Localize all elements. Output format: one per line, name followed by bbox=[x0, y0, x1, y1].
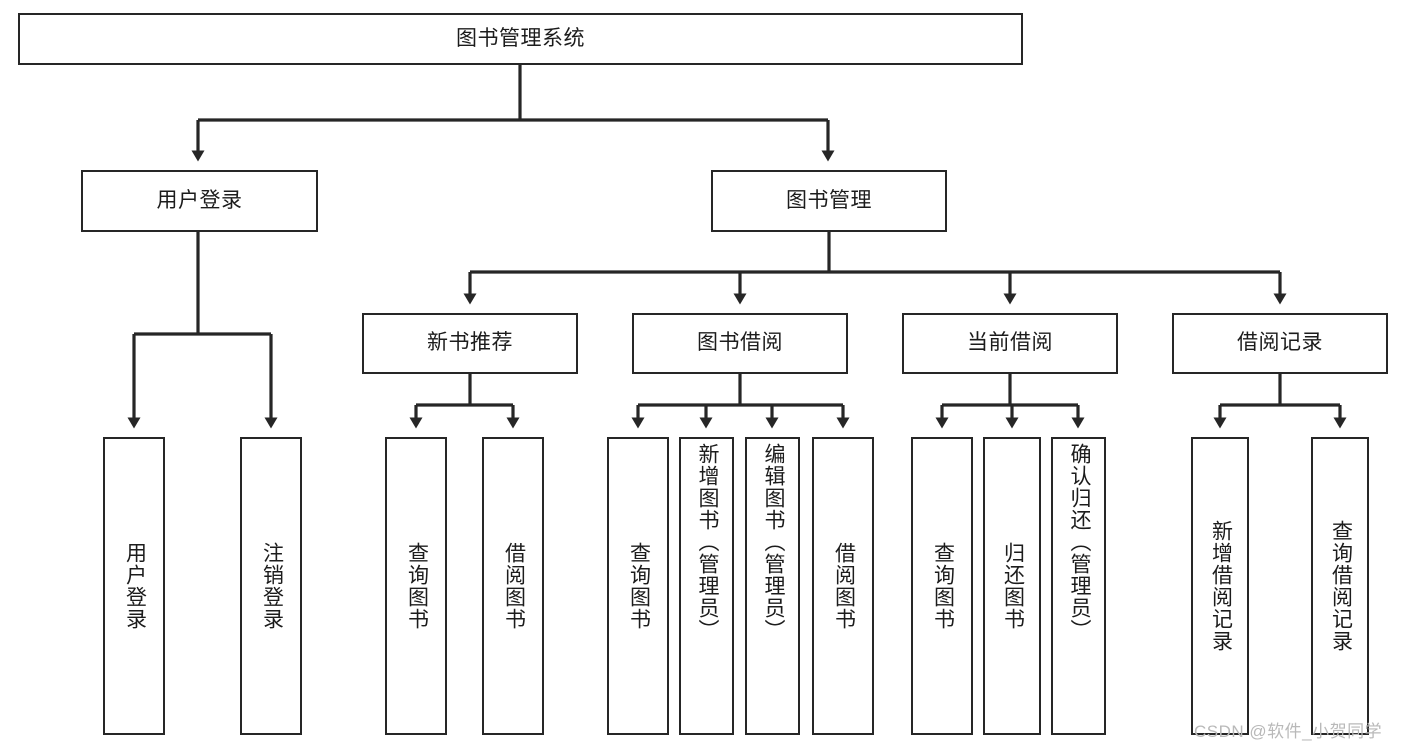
node-new-book-recommend[interactable]: 新书推荐 bbox=[362, 313, 578, 374]
node-leaf-add-record[interactable]: 新增借阅记录 bbox=[1191, 437, 1249, 735]
node-label: 确认归还（管理员） bbox=[1067, 443, 1091, 641]
node-book-borrow[interactable]: 图书借阅 bbox=[632, 313, 848, 374]
node-leaf-add-book[interactable]: 新增图书（管理员） bbox=[679, 437, 734, 735]
node-leaf-borrow-book-1[interactable]: 借阅图书 bbox=[482, 437, 544, 735]
node-leaf-logout[interactable]: 注销登录 bbox=[240, 437, 302, 735]
node-label: 编辑图书（管理员） bbox=[761, 443, 785, 641]
node-leaf-query-book-1[interactable]: 查询图书 bbox=[385, 437, 447, 735]
node-label: 新增借阅记录 bbox=[1209, 520, 1233, 652]
node-leaf-user-login[interactable]: 用户登录 bbox=[103, 437, 165, 735]
node-label: 当前借阅 bbox=[967, 331, 1053, 355]
node-book-manage[interactable]: 图书管理 bbox=[711, 170, 947, 232]
node-label: 图书借阅 bbox=[697, 331, 783, 355]
node-current-borrow[interactable]: 当前借阅 bbox=[902, 313, 1118, 374]
node-label: 查询图书 bbox=[931, 542, 955, 630]
node-leaf-query-record[interactable]: 查询借阅记录 bbox=[1311, 437, 1369, 735]
node-label: 归还图书 bbox=[1001, 542, 1025, 630]
node-user-login[interactable]: 用户登录 bbox=[81, 170, 318, 232]
node-label: 用户登录 bbox=[123, 542, 147, 630]
node-label: 用户登录 bbox=[156, 188, 243, 212]
node-label: 图书管理 bbox=[786, 188, 872, 212]
node-root-system[interactable]: 图书管理系统 bbox=[18, 13, 1023, 65]
node-label: 查询图书 bbox=[405, 542, 429, 630]
node-label: 借阅记录 bbox=[1237, 331, 1323, 355]
node-label: 新书推荐 bbox=[427, 331, 513, 355]
node-label: 借阅图书 bbox=[832, 542, 856, 630]
node-leaf-edit-book[interactable]: 编辑图书（管理员） bbox=[745, 437, 800, 735]
node-leaf-confirm-return[interactable]: 确认归还（管理员） bbox=[1051, 437, 1106, 735]
node-label: 查询图书 bbox=[627, 542, 651, 630]
node-label: 注销登录 bbox=[260, 542, 284, 630]
node-leaf-query-book-2[interactable]: 查询图书 bbox=[607, 437, 669, 735]
node-borrow-record[interactable]: 借阅记录 bbox=[1172, 313, 1388, 374]
node-label: 图书管理系统 bbox=[456, 26, 585, 50]
node-leaf-query-book-3[interactable]: 查询图书 bbox=[911, 437, 973, 735]
node-leaf-return-book[interactable]: 归还图书 bbox=[983, 437, 1041, 735]
node-leaf-borrow-book-2[interactable]: 借阅图书 bbox=[812, 437, 874, 735]
node-label: 查询借阅记录 bbox=[1329, 520, 1353, 652]
node-label: 新增图书（管理员） bbox=[695, 443, 719, 641]
node-label: 借阅图书 bbox=[502, 542, 526, 630]
